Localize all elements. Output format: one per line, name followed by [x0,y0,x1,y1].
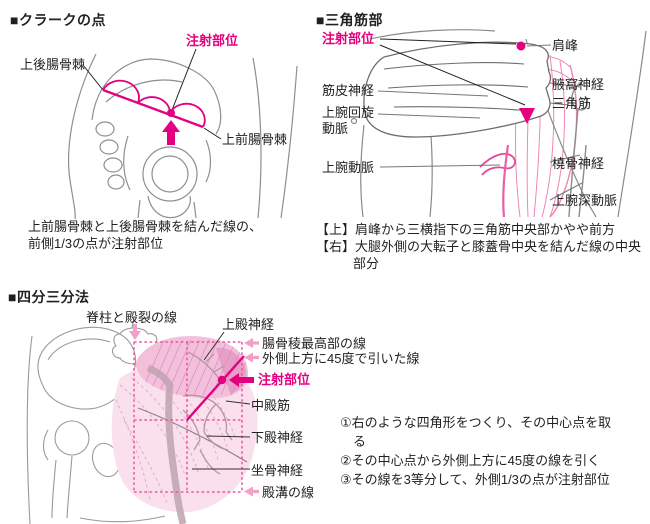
left-arrow-icon-crest [244,338,259,348]
quadrant-illustration [26,317,259,524]
psis-label: 上後腸骨棘 [20,57,86,72]
left-arrow-icon-fold [244,486,259,497]
clark-leader-lines [82,48,222,140]
acromion-dot [516,41,526,51]
deltoid-caption-line2: 【右】大腿外側の大転子と膝蓋骨中央を結んだ線の中央 [316,239,642,254]
spine-cleft-line-label: 脊柱と殿裂の線 [86,310,178,325]
instruction-step-1: ①右のような四角形をつくり、その中心点を取る [340,415,612,449]
musculocutaneous-nerve-label: 筋皮神経 [322,83,375,98]
deltoid-leader-lines [377,38,583,201]
deep-brachial-path [578,144,587,218]
pelvis-outline [67,53,298,220]
left-arrow-icon-45 [244,352,259,363]
quadrant-injection-dot [217,375,227,385]
superior-gluteal-nerve-label: 上殿神経 [222,317,275,332]
clark-illustration [67,48,298,220]
hand [363,41,552,138]
deltoid-caption-line1: 【上】肩峰から三横指下の三角筋中央部かやや前方 [316,222,616,237]
clark-injection-label: 注射部位 [186,33,239,48]
iliac-crest-line-label: 腸骨稜最高部の線 [262,336,367,351]
quadrant-injection-marking [186,355,254,421]
axillary-nerve-label: 腋窩神経 [552,77,605,92]
instruction-step-3: ③その線を3等分して、外側1/3の点が注射部位 [340,472,610,487]
acromion-label: 肩峰 [552,38,579,53]
clark-injection-marking [102,79,206,145]
deep-brachial-artery-label: 上腕深動脈 [552,193,618,208]
up-arrow-icon [162,120,180,145]
diagonal-45-line-label: 外側上方に45度で引いた線 [262,351,420,366]
arm-outline [350,29,647,218]
deltoid-heading: ■三角筋部 [316,12,383,28]
arteries [479,144,516,218]
sciatic-nerve-band [146,351,233,524]
deltoid-caption-line3: 部分 [353,256,380,271]
clark-injection-dot [167,109,175,117]
quadrant-leader-lines [192,331,251,470]
brachial-artery-path [502,144,510,218]
sciatic-nerve-label: 坐骨神経 [251,463,304,478]
bold-left-arrow-icon [229,373,254,387]
radial-nerve-path [568,107,579,218]
clark-heading: ■クラークの点 [10,12,106,28]
brachial-artery-label: 上腕動脈 [322,160,375,175]
quadrant-grid [133,341,243,493]
circumflex-artery-path [479,153,516,176]
quadrant-injection-label: 注射部位 [258,372,311,387]
down-triangle-icon [519,108,535,124]
instructions-list: ①右のような四角形をつくり、その中心点を取る ②その中心点から外側上方に45度の… [340,413,618,489]
diagonal-45-line-path [186,355,245,421]
clark-caption-line1: 上前腸骨棘と上後腸骨棘を結んだ線の、 [28,219,263,234]
deltoid-illustration [350,29,647,218]
clark-caption-line2: 前側1/3の点が注射部位 [28,236,164,251]
inferior-gluteal-nerve-label: 下殿神経 [251,430,304,445]
deltoid-injection-label: 注射部位 [322,31,375,46]
deltoid-muscle-label: 三角筋 [552,96,592,111]
soft-pink-arrows [129,324,259,497]
instruction-step-2: ②その中心点から外側上方に45度の線を引く [340,453,601,468]
gluteal-fold-line-label: 殿溝の線 [262,485,315,500]
gluteus-medius-label: 中殿筋 [251,398,291,413]
quadrant-heading: ■四分三分法 [8,289,90,305]
nerve-branches [182,351,233,475]
asis-label: 上前腸骨棘 [222,132,288,147]
down-arrow-icon [129,324,141,340]
radial-nerve-label: 橈骨神経 [552,156,605,171]
axillary-nerve-path [571,80,588,111]
circumflex-artery-label: 上腕回旋 動脈 [322,105,375,136]
